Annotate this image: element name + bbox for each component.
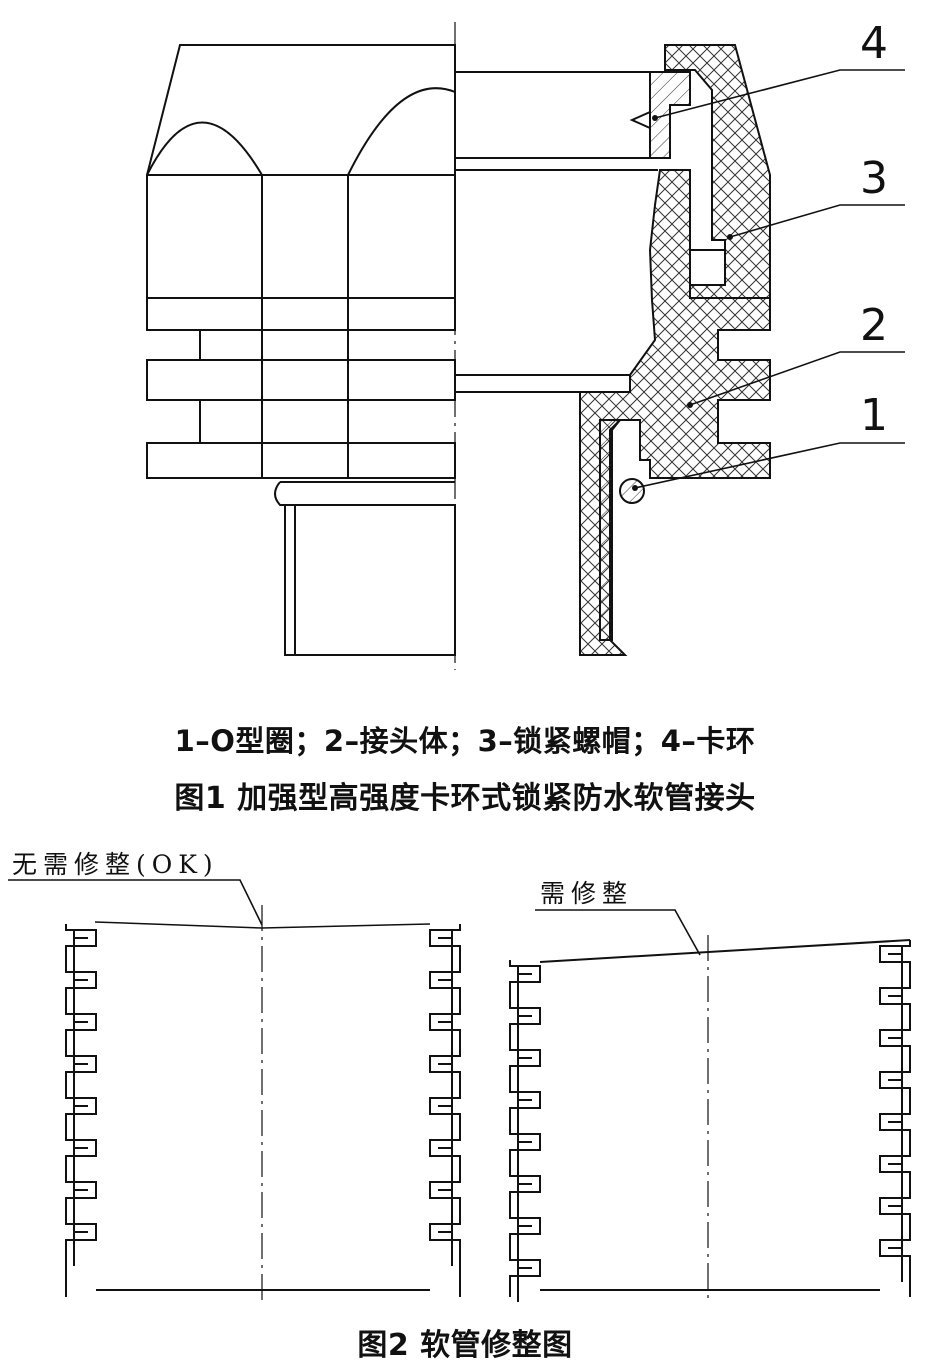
callout-2: 2: [860, 300, 888, 351]
connector-drawing: 4 3 2 1: [146, 18, 905, 670]
figure1-legend: 1–O型圈；2–接头体；3–锁紧螺帽；4–卡环: [174, 724, 756, 758]
figure2-caption: 图2 软管修整图: [357, 1328, 573, 1363]
hose-trimming-drawing: 无需修整(OK) 需修整: [8, 850, 911, 1302]
lock-nut-exterior: [146, 44, 456, 299]
hose-right-wall-left: [429, 924, 461, 1297]
callout-4: 4: [860, 18, 888, 69]
callout-1: 1: [860, 390, 888, 441]
o-ring-section: [619, 478, 645, 504]
figure1-caption: 图1 加强型高强度卡环式锁紧防水软管接头: [174, 781, 756, 816]
hose-left-wall-left-inner: [73, 930, 88, 1266]
hose-left-wall-right-inner: [517, 966, 532, 1302]
hose-right-wall-right: [879, 940, 911, 1297]
hose-left-cut-edge: [94, 921, 431, 929]
hose-left-wall-right: [509, 960, 541, 1297]
callout-leaders: [634, 69, 905, 489]
hose-right-wall-right-inner: [888, 946, 903, 1282]
hose-left-wall-left: [65, 924, 97, 1297]
body-exterior: [146, 297, 456, 656]
callout-3: 3: [860, 153, 888, 204]
fitting-body-section: [579, 169, 771, 656]
label-no-trim: 无需修整(OK): [12, 850, 219, 879]
hose-right-wall-left-inner: [438, 930, 453, 1266]
section-view: [455, 44, 771, 656]
label-trim-required: 需修整: [540, 879, 633, 908]
hose-right-cut-edge: [539, 939, 911, 963]
clamp-ring-section: [649, 71, 691, 159]
